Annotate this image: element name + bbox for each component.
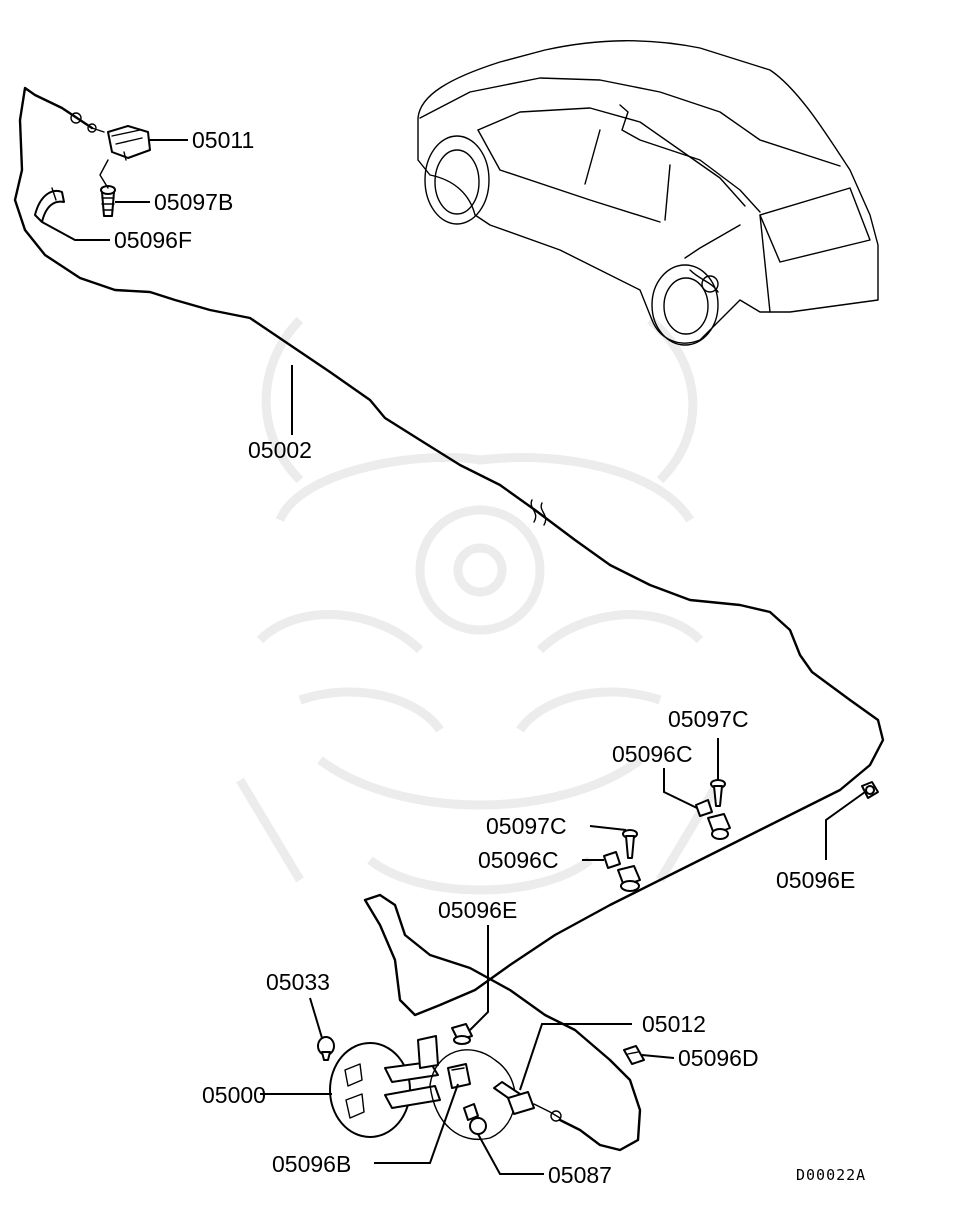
retainer-05096B [447,1063,471,1089]
actuator-05012 [493,1081,562,1122]
cable-break-mark [530,499,547,526]
label-05087[interactable]: 05087 [548,1162,612,1188]
diagram-code: D00022A [796,1166,866,1184]
label-05096C-upper[interactable]: 05096C [612,741,693,767]
label-05033[interactable]: 05033 [266,969,330,995]
clip-05096E-right [861,781,879,799]
clip-05096E-lower [451,1023,473,1045]
screw-05097C-upper [710,779,726,807]
screw-05097C-lower [622,829,638,859]
label-05000[interactable]: 05000 [202,1082,266,1108]
label-05096C-lower[interactable]: 05096C [478,847,559,873]
release-lever-05011 [70,112,151,161]
label-05096D[interactable]: 05096D [678,1045,759,1071]
label-05096E-lower[interactable]: 05096E [438,897,517,923]
vehicle-outline [417,40,879,346]
bumper-05033 [317,1036,335,1061]
label-05011[interactable]: 05011 [192,127,254,153]
leader-lines [41,139,866,1175]
fuel-lid-05000 [329,1035,441,1138]
spring-05087 [463,1103,487,1135]
label-05097B[interactable]: 05097B [154,189,233,215]
label-05096B[interactable]: 05096B [272,1151,351,1177]
part-labels: 05011 05097B 05096F 05002 05097C 05096C … [114,127,866,1188]
cable-clip-05096F [34,187,65,223]
label-05002[interactable]: 05002 [248,437,312,463]
watermark-samurai-helmet [236,316,724,895]
release-cable-05002 [13,86,885,1152]
label-05012[interactable]: 05012 [642,1011,706,1037]
label-05096E-right[interactable]: 05096E [776,867,855,893]
screw-05097B [99,159,116,217]
clip-05096C-lower [603,851,641,892]
label-05097C-upper[interactable]: 05097C [668,706,749,732]
label-05097C-lower[interactable]: 05097C [486,813,567,839]
clip-05096C-upper [695,799,731,840]
label-05096F[interactable]: 05096F [114,227,192,253]
clip-05096D [623,1045,645,1065]
